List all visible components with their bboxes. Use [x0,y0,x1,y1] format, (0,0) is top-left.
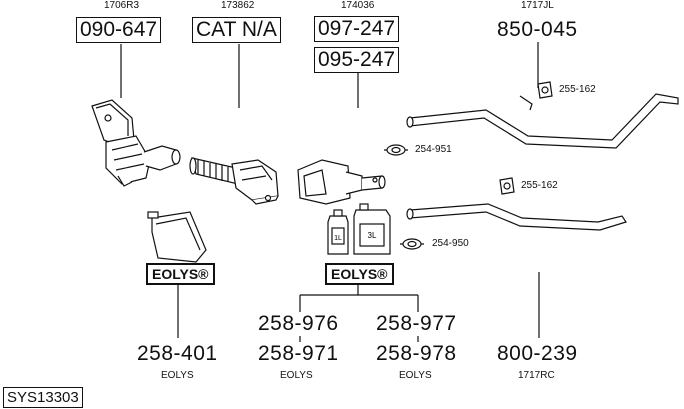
rubber-mount-upper-icon [537,81,553,99]
gasket-label-upper[interactable]: 254-951 [415,144,452,155]
gasket-upper-icon [384,144,408,156]
clamp-label-lower[interactable]: 255-162 [521,180,558,191]
lower-pipe [406,203,627,231]
eolys-box-left[interactable]: EOLYS® [146,263,215,285]
ref-1717jl: 1717JL [521,0,554,11]
eolys-box-middle[interactable]: EOLYS® [325,263,394,285]
rubber-mount-lower-icon [499,177,515,195]
label-eolys-1: EOLYS [161,370,194,381]
clamp-label-upper[interactable]: 255-162 [559,84,596,95]
eolys-tank [147,211,207,263]
code-258-976[interactable]: 258-976 [258,312,339,335]
bottle-3l-label: 3L [368,231,377,240]
code-850-045[interactable]: 850-045 [497,18,578,41]
code-cat-na-box[interactable]: CAT N/A [192,17,281,43]
particulate-filter-part [297,159,386,205]
ref-173862: 173862 [221,0,255,11]
code-258-977[interactable]: 258-977 [376,312,457,335]
label-1717rc: 1717RC [518,370,555,381]
code-095-247-box[interactable]: 095-247 [314,47,400,73]
code-258-971[interactable]: 258-971 [258,342,339,365]
gasket-lower-icon [400,238,424,250]
code-097-247-box[interactable]: 097-247 [314,16,400,42]
code-090-647-box[interactable]: 090-647 [76,17,162,43]
catalytic-converter-part [189,157,279,205]
ref-174036: 174036 [341,0,375,11]
upper-pipe [406,93,679,149]
system-id-box: SYS13303 [3,387,83,408]
manifold-converter-part [91,99,181,187]
label-eolys-3: EOLYS [399,370,432,381]
code-258-978[interactable]: 258-978 [376,342,457,365]
gasket-label-lower[interactable]: 254-950 [432,238,469,249]
ref-1706r3: 1706R3 [104,0,140,11]
code-258-401[interactable]: 258-401 [137,342,218,365]
bottle-1l-label: 1L [334,235,342,242]
additive-bottles [327,203,391,255]
code-800-239[interactable]: 800-239 [497,342,578,365]
label-eolys-2: EOLYS [280,370,313,381]
